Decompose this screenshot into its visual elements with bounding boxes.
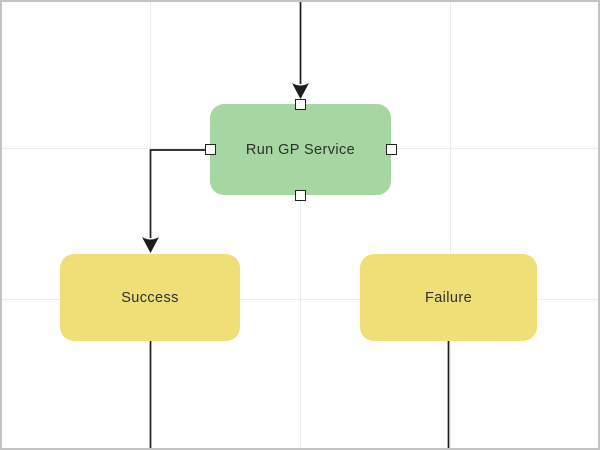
port-handle-left[interactable] (204, 144, 216, 155)
node-label: Run GP Service (245, 141, 356, 158)
port-handle-bottom[interactable] (295, 189, 306, 201)
link-line[interactable] (149, 149, 206, 238)
link-into-run-gp-service[interactable] (292, 0, 309, 99)
node-run-gp-service[interactable]: Run GP Service (204, 98, 397, 201)
node-label: Success (121, 289, 179, 306)
port-handle-right[interactable] (385, 144, 397, 155)
link-run-gp-service-to-success[interactable] (142, 149, 206, 253)
arrowhead-icon (142, 237, 159, 253)
node-failure[interactable]: Failure (360, 254, 537, 341)
arrowhead-icon (292, 83, 309, 99)
port-handle-top[interactable] (295, 98, 306, 110)
node-label: Failure (424, 289, 473, 306)
node-success[interactable]: Success (60, 254, 240, 341)
